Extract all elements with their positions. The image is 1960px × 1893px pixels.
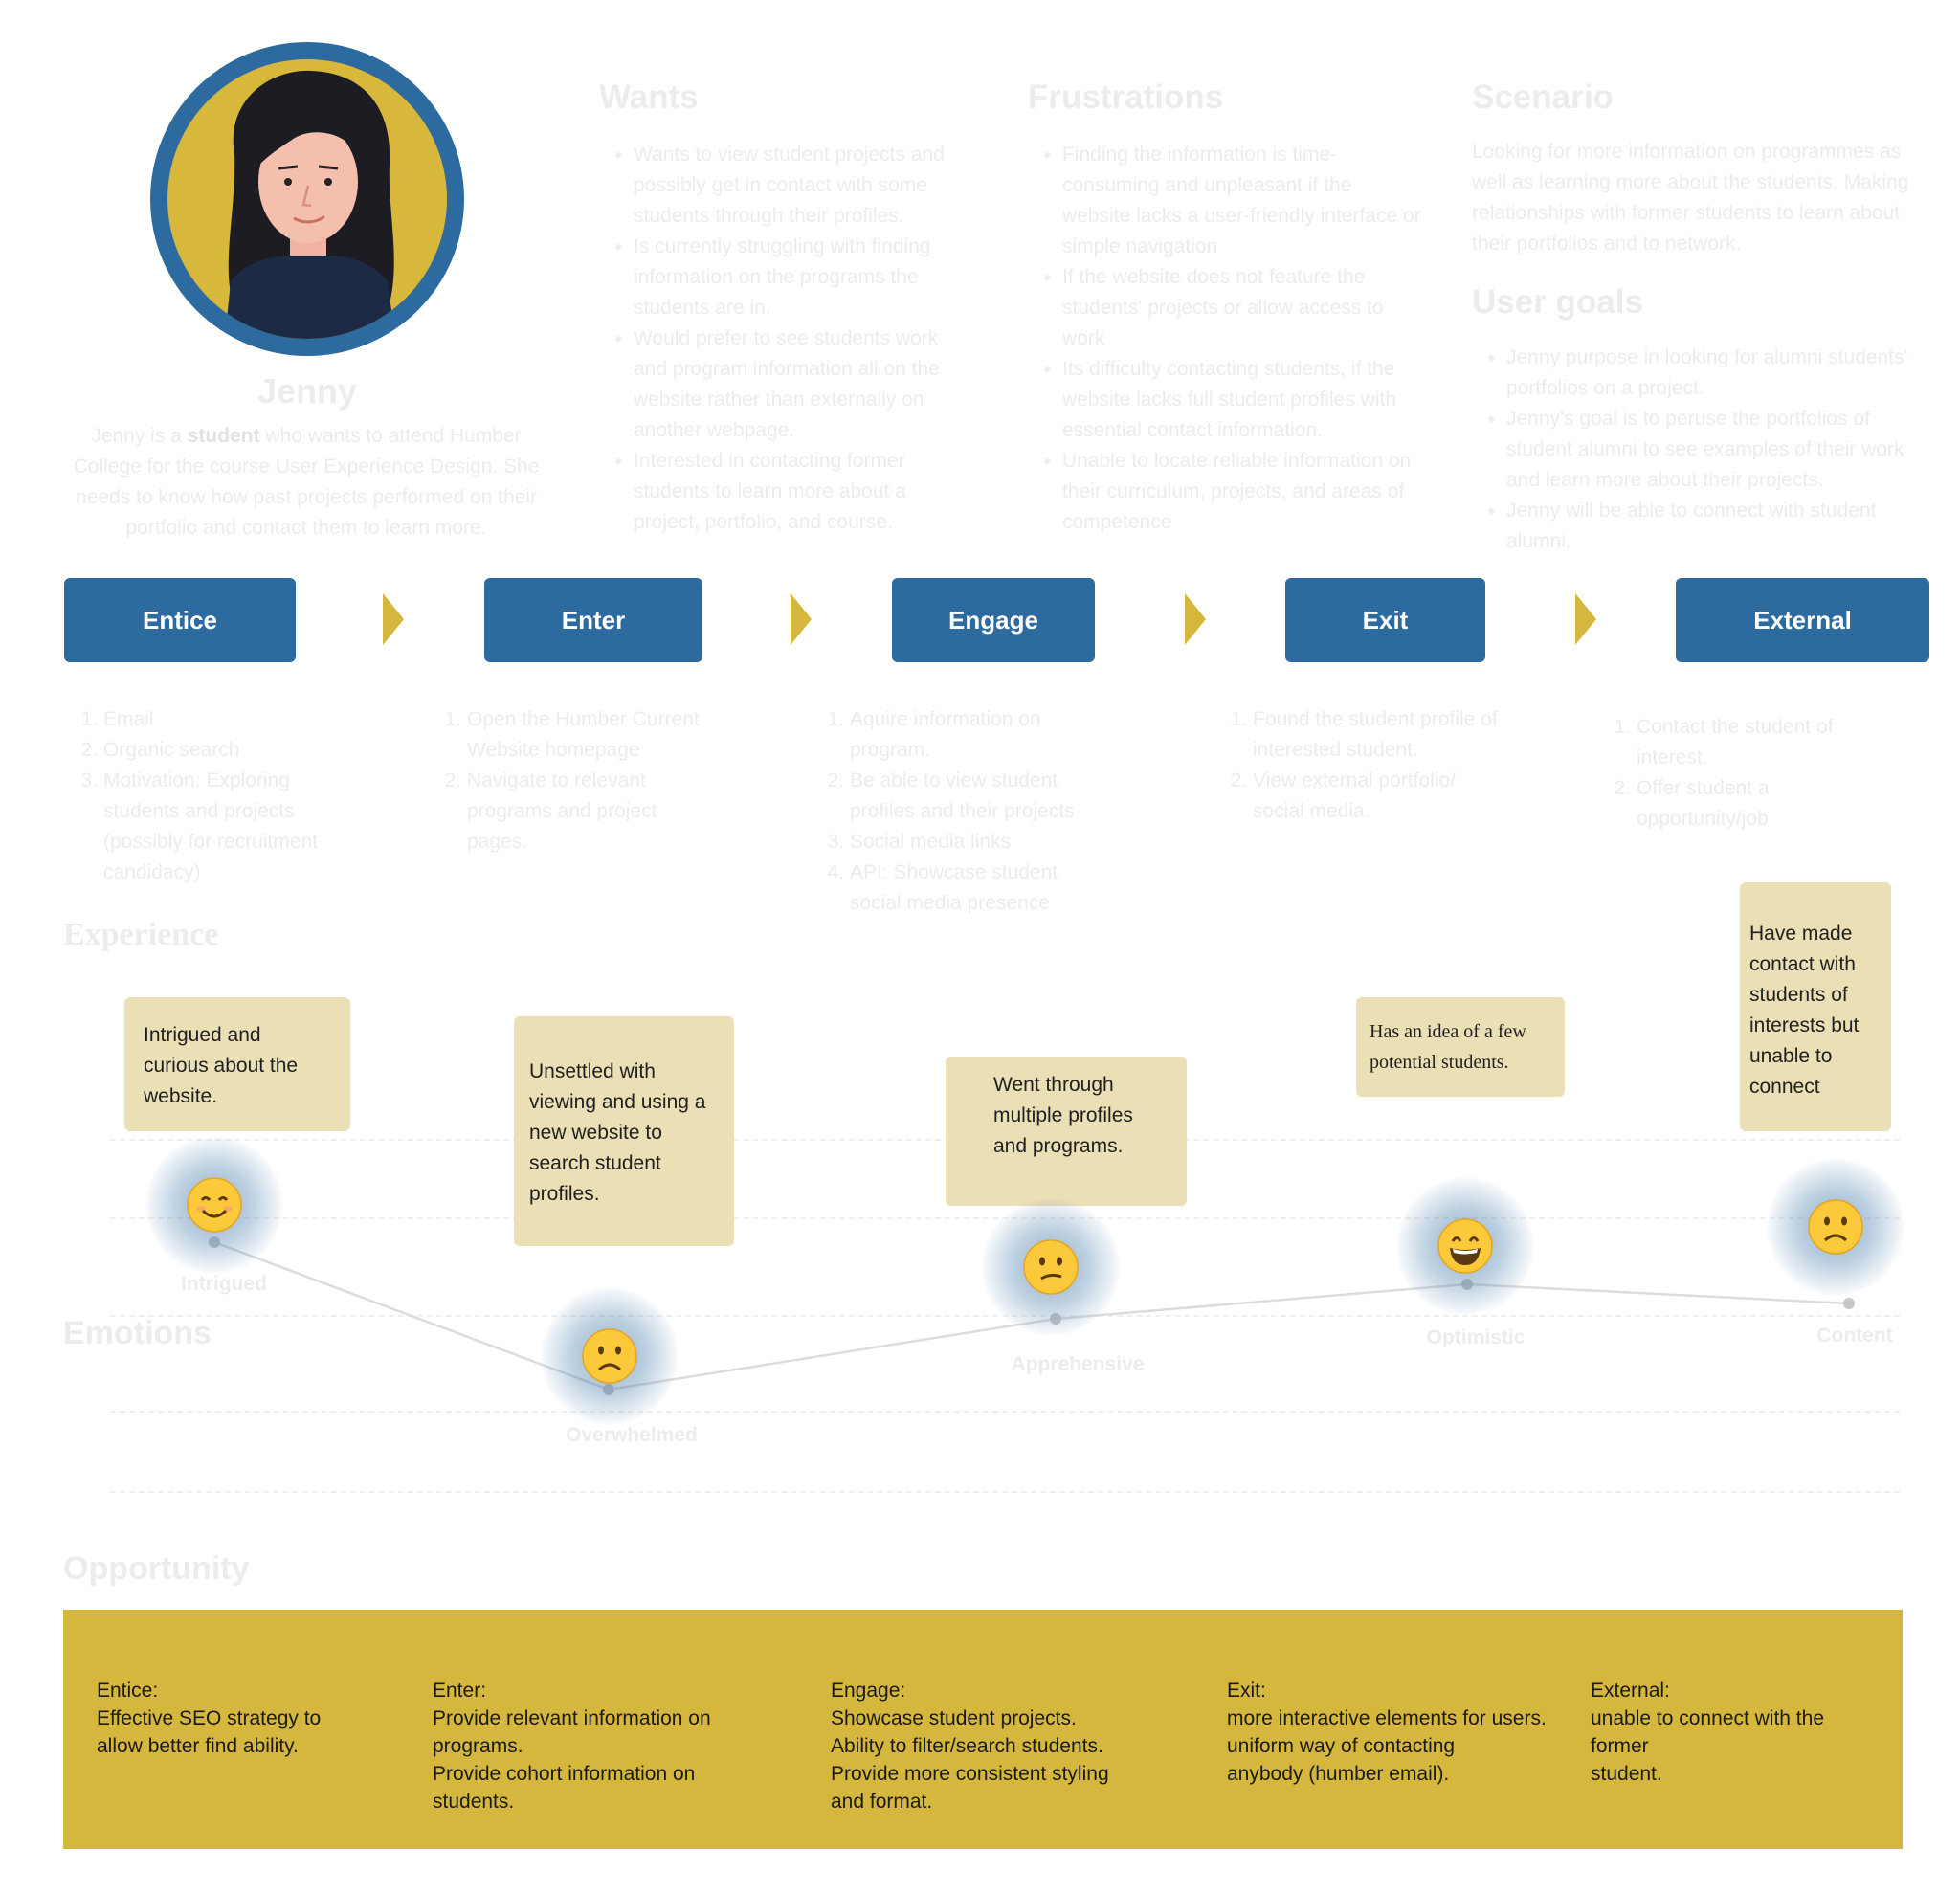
opportunity-body: unable to connect with the former studen… (1591, 1707, 1825, 1785)
step-item: Found the student profile of interested … (1253, 704, 1502, 766)
step-item: Social media links (850, 827, 1099, 857)
woman-avatar-icon (225, 70, 395, 339)
grid-line (110, 1491, 1900, 1493)
user-goals-title: User goals (1472, 283, 1643, 321)
stage-engage-button[interactable]: Engage (892, 578, 1095, 662)
step-item: Email (103, 704, 362, 735)
scenario-title: Scenario (1472, 78, 1614, 116)
frustrations-item: Unable to locate reliable information on… (1062, 446, 1424, 538)
step-item: Offer student a opportunity/job (1637, 773, 1885, 835)
frustrations-title: Frustrations (1028, 78, 1224, 116)
step-item: Navigate to relevant programs and projec… (467, 766, 716, 857)
opportunity-panel: Entice: Effective SEO strategy to allow … (63, 1610, 1903, 1849)
emotion-point-optimistic (1396, 1177, 1534, 1315)
opportunity-body: more interactive elements for users. uni… (1227, 1707, 1547, 1785)
enter-steps: Open the Humber Current Website homepage… (438, 704, 716, 857)
experience-label: Experience (63, 917, 219, 952)
frustrations-item: Finding the information is time-consumin… (1062, 140, 1424, 262)
emotion-point-overwhelmed (541, 1287, 679, 1425)
wants-item: Interested in contacting former students… (634, 446, 976, 538)
opportunity-heading: Exit: (1227, 1680, 1266, 1702)
persona-avatar (150, 42, 464, 356)
persona-illustration (167, 59, 447, 339)
grin-emoji-icon (1437, 1218, 1493, 1274)
wants-item: Is currently struggling with finding inf… (634, 232, 976, 323)
confused-emoji-icon (1023, 1239, 1079, 1295)
user-goals-item: Jenny's goal is to peruse the portfolios… (1506, 404, 1912, 496)
frown-emoji-icon (1808, 1199, 1863, 1255)
step-item: View external portfolio/ social media. (1253, 766, 1502, 827)
chevron-right-icon (383, 593, 404, 645)
external-steps: Contact the student of interest. Offer s… (1608, 712, 1885, 835)
entice-steps: Email Organic search Motivation: Explori… (75, 704, 362, 888)
experience-note-engage: Went through multiple profiles and progr… (946, 1057, 1187, 1206)
persona-name: Jenny (256, 371, 358, 411)
opportunity-body: Showcase student projects. Ability to fi… (831, 1707, 1109, 1813)
experience-note-external: Have made contact with students of inter… (1740, 882, 1891, 1131)
emotion-label: Apprehensive (1011, 1353, 1145, 1375)
opportunity-body: Effective SEO strategy to allow better f… (97, 1707, 322, 1757)
grid-line (110, 1411, 1900, 1413)
opportunity-exit: Exit: more interactive elements for user… (1227, 1677, 1591, 1788)
engage-steps: Aquire information on program. Be able t… (821, 704, 1099, 919)
frustrations-list: Finding the information is time-consumin… (1032, 140, 1424, 538)
opportunity-body: Provide relevant information on programs… (433, 1707, 711, 1813)
wants-item: Would prefer to see students work and pr… (634, 323, 976, 446)
emotions-label: Emotions (63, 1315, 212, 1351)
user-goals-item: Jenny purpose in looking for alumni stud… (1506, 343, 1912, 404)
step-item: Motivation: Exploring students and proje… (103, 766, 362, 888)
chevron-right-icon (1575, 593, 1596, 645)
step-item: API: Showcase student social media prese… (850, 857, 1099, 919)
stage-entice-button[interactable]: Entice (64, 578, 296, 662)
wants-item: Wants to view student projects and possi… (634, 140, 976, 232)
stage-external-button[interactable]: External (1676, 578, 1929, 662)
wants-list: Wants to view student projects and possi… (603, 140, 976, 538)
emotion-label: Intrigued (181, 1273, 267, 1295)
exit-steps: Found the student profile of interested … (1224, 704, 1502, 827)
emotion-point-intrigued (145, 1136, 283, 1274)
emotion-point-apprehensive (982, 1198, 1120, 1336)
step-item: Open the Humber Current Website homepage (467, 704, 716, 766)
emotion-point-content (1767, 1158, 1904, 1296)
experience-note-entice: Intrigued and curious about the website. (124, 997, 350, 1131)
user-goals-list: Jenny purpose in looking for alumni stud… (1476, 343, 1912, 557)
chevron-right-icon (791, 593, 812, 645)
step-item: Be able to view student profiles and the… (850, 766, 1099, 827)
opportunity-heading: Enter: (433, 1680, 487, 1702)
frustrations-item: If the website does not feature the stud… (1062, 262, 1424, 354)
persona-description: Jenny is a student who wants to attend H… (73, 425, 540, 539)
opportunity-label: Opportunity (63, 1550, 250, 1587)
opportunity-enter: Enter: Provide relevant information on p… (433, 1677, 777, 1815)
emotion-label: Overwhelmed (566, 1424, 698, 1446)
opportunity-external: External: unable to connect with the for… (1591, 1677, 1878, 1788)
opportunity-entice: Entice: Effective SEO strategy to allow … (97, 1677, 384, 1760)
stage-enter-button[interactable]: Enter (484, 578, 702, 662)
frown-emoji-icon (582, 1328, 637, 1384)
opportunity-heading: External: (1591, 1680, 1670, 1702)
stage-exit-button[interactable]: Exit (1285, 578, 1485, 662)
smile-emoji-icon (187, 1177, 242, 1233)
emotion-label: Content (1816, 1325, 1893, 1347)
step-item: Contact the student of interest. (1637, 712, 1885, 773)
scenario-text: Looking for more information on programm… (1472, 141, 1909, 255)
chevron-right-icon (1185, 593, 1206, 645)
step-item: Organic search (103, 735, 362, 766)
opportunity-heading: Entice: (97, 1680, 159, 1702)
wants-title: Wants (599, 78, 699, 116)
step-item: Aquire information on program. (850, 704, 1099, 766)
emotion-label: Optimistic (1426, 1326, 1526, 1348)
opportunity-heading: Engage: (831, 1680, 906, 1702)
experience-note-enter: Unsettled with viewing and using a new w… (514, 1016, 734, 1246)
experience-note-exit: Has an idea of a few potential students. (1356, 997, 1565, 1097)
opportunity-engage: Engage: Showcase student projects. Abili… (831, 1677, 1175, 1815)
frustrations-item: Its difficulty contacting students, if t… (1062, 354, 1424, 446)
user-goals-item: Jenny will be able to connect with stude… (1506, 496, 1912, 557)
